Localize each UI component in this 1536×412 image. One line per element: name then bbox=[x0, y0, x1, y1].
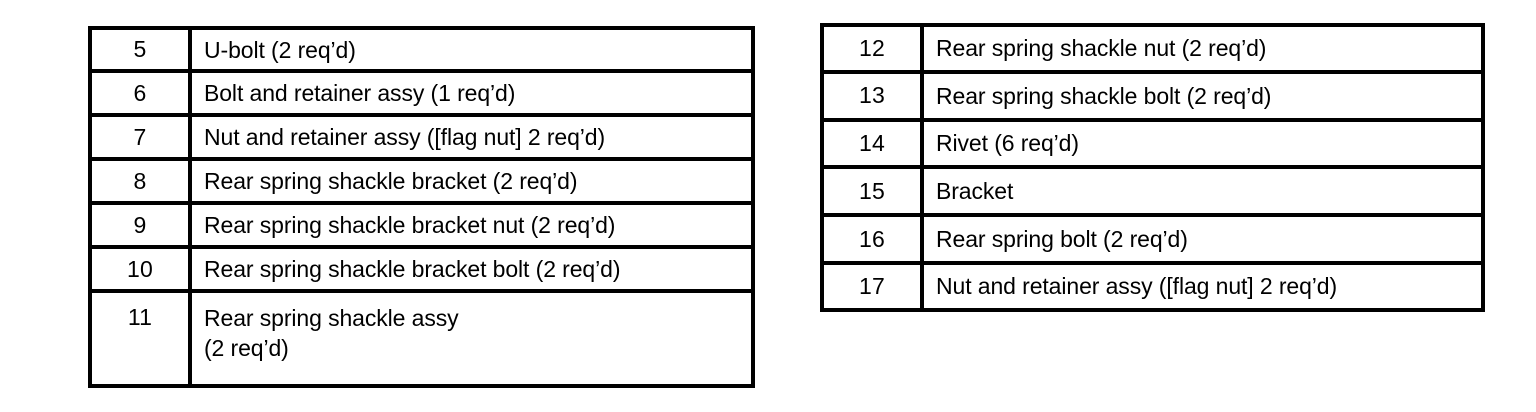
item-description-cell: Rivet (6 req’d) bbox=[922, 119, 1481, 170]
item-number-cell: 6 bbox=[92, 71, 192, 118]
item-description-cell: Rear spring shackle bracket (2 req’d) bbox=[190, 159, 751, 206]
item-description-cell: Bolt and retainer assy (1 req’d) bbox=[190, 71, 751, 118]
item-description-cell: Rear spring shackle assy (2 req’d) bbox=[190, 290, 751, 384]
item-description-cell: Rear spring shackle bracket bolt (2 req’… bbox=[190, 247, 751, 293]
item-description-cell: Nut and retainer assy ([flag nut] 2 req’… bbox=[922, 262, 1481, 308]
item-number-cell: 16 bbox=[824, 215, 924, 265]
item-description-cell: Bracket bbox=[922, 167, 1481, 218]
item-description-cell: Rear spring shackle nut (2 req’d) bbox=[922, 27, 1481, 74]
item-number-cell: 9 bbox=[92, 203, 192, 250]
item-number-cell: 8 bbox=[92, 159, 192, 206]
item-number-cell: 11 bbox=[92, 290, 192, 384]
item-number-cell: 7 bbox=[92, 115, 192, 162]
item-description-cell: Rear spring shackle bracket nut (2 req’d… bbox=[190, 203, 751, 250]
item-number-cell: 15 bbox=[824, 167, 924, 218]
item-number-cell: 17 bbox=[824, 262, 924, 308]
item-number-cell: 13 bbox=[824, 71, 924, 122]
item-number-cell: 5 bbox=[92, 30, 192, 74]
item-number-cell: 10 bbox=[92, 247, 192, 293]
item-number-cell: 12 bbox=[824, 27, 924, 74]
item-description-cell: Rear spring shackle bolt (2 req’d) bbox=[922, 71, 1481, 122]
item-number-cell: 14 bbox=[824, 119, 924, 170]
item-description-cell: Rear spring bolt (2 req’d) bbox=[922, 215, 1481, 265]
item-description-cell: U-bolt (2 req’d) bbox=[190, 30, 751, 74]
item-description-cell: Nut and retainer assy ([flag nut] 2 req’… bbox=[190, 115, 751, 162]
